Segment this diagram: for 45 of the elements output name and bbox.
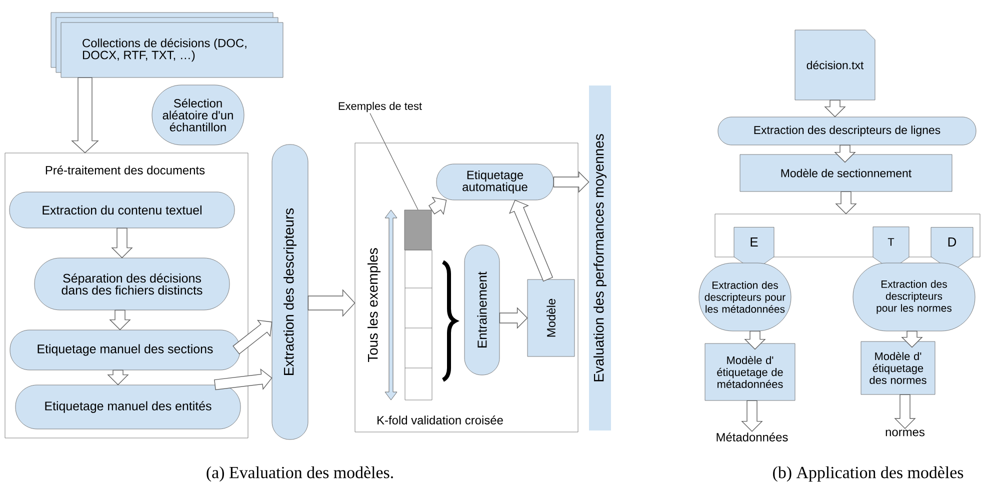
callout-text: Exemples de test <box>338 102 422 112</box>
document-stack: Collections de décisions (DOC, DOCX, RTF, TXT, …) <box>50 12 284 78</box>
process-box: Etiquetage manuel des entités <box>15 384 241 430</box>
block-arrow <box>834 144 856 163</box>
block-arrow <box>308 289 356 317</box>
connector-tag: T <box>872 226 910 270</box>
process-box: Etiquetage manuel des sections <box>10 330 240 370</box>
figure-caption: (b) Application des modèles <box>773 466 964 482</box>
output-text: Métadonnées <box>716 432 788 442</box>
block-arrow <box>553 171 590 193</box>
test-cell <box>404 210 432 250</box>
block-arrow <box>232 320 272 354</box>
block-arrow <box>744 330 766 350</box>
process-box: Extraction des descripteurs de lignes <box>718 116 976 146</box>
model-box: Modèle de sectionnement <box>740 154 952 192</box>
process-box: Extraction des descripteurs pour les métadonnées <box>698 262 792 332</box>
block-arrow <box>835 191 857 214</box>
process-box: Etiquetage automatique <box>436 164 554 200</box>
block-arrow <box>741 400 763 432</box>
figure-caption: (a) Evaluation des modèles. <box>206 466 393 482</box>
result-bar: Evaluation des performances moyennes <box>589 86 611 430</box>
block-arrow <box>109 310 131 330</box>
block-arrow <box>107 370 129 386</box>
block-arrow <box>71 77 99 154</box>
annotation-box: Sélection aléatoire d'un échantillon <box>152 84 244 146</box>
process-box: Extraction du contenu textuel <box>9 192 235 228</box>
connector-tag: D <box>930 227 974 272</box>
block-arrow <box>824 100 846 118</box>
block-arrow <box>214 368 272 390</box>
dimension-label: Tous les exemples <box>368 248 380 362</box>
document-box: décision.txt <box>794 30 876 100</box>
process-box: Extraction des descripteurs pour les normes <box>852 262 976 332</box>
process-box: Entrainement <box>464 244 500 376</box>
block-arrow <box>901 330 923 348</box>
block-arrow <box>111 228 133 258</box>
process-box: Extraction des descripteurs <box>272 144 308 440</box>
process-box: Séparation des décisions dans des fichiers distincts <box>34 258 230 310</box>
connector-tag: E <box>734 227 774 271</box>
block-arrow <box>499 307 528 329</box>
model-box: Modèle d' étiquetage de métadonnées <box>704 343 796 401</box>
block-arrow <box>894 394 916 430</box>
leader-line <box>370 113 418 210</box>
model-box: Modèle <box>527 279 575 357</box>
model-box: Modèle d' étiquetage des normes <box>860 341 936 395</box>
output-text: normes <box>886 430 924 436</box>
